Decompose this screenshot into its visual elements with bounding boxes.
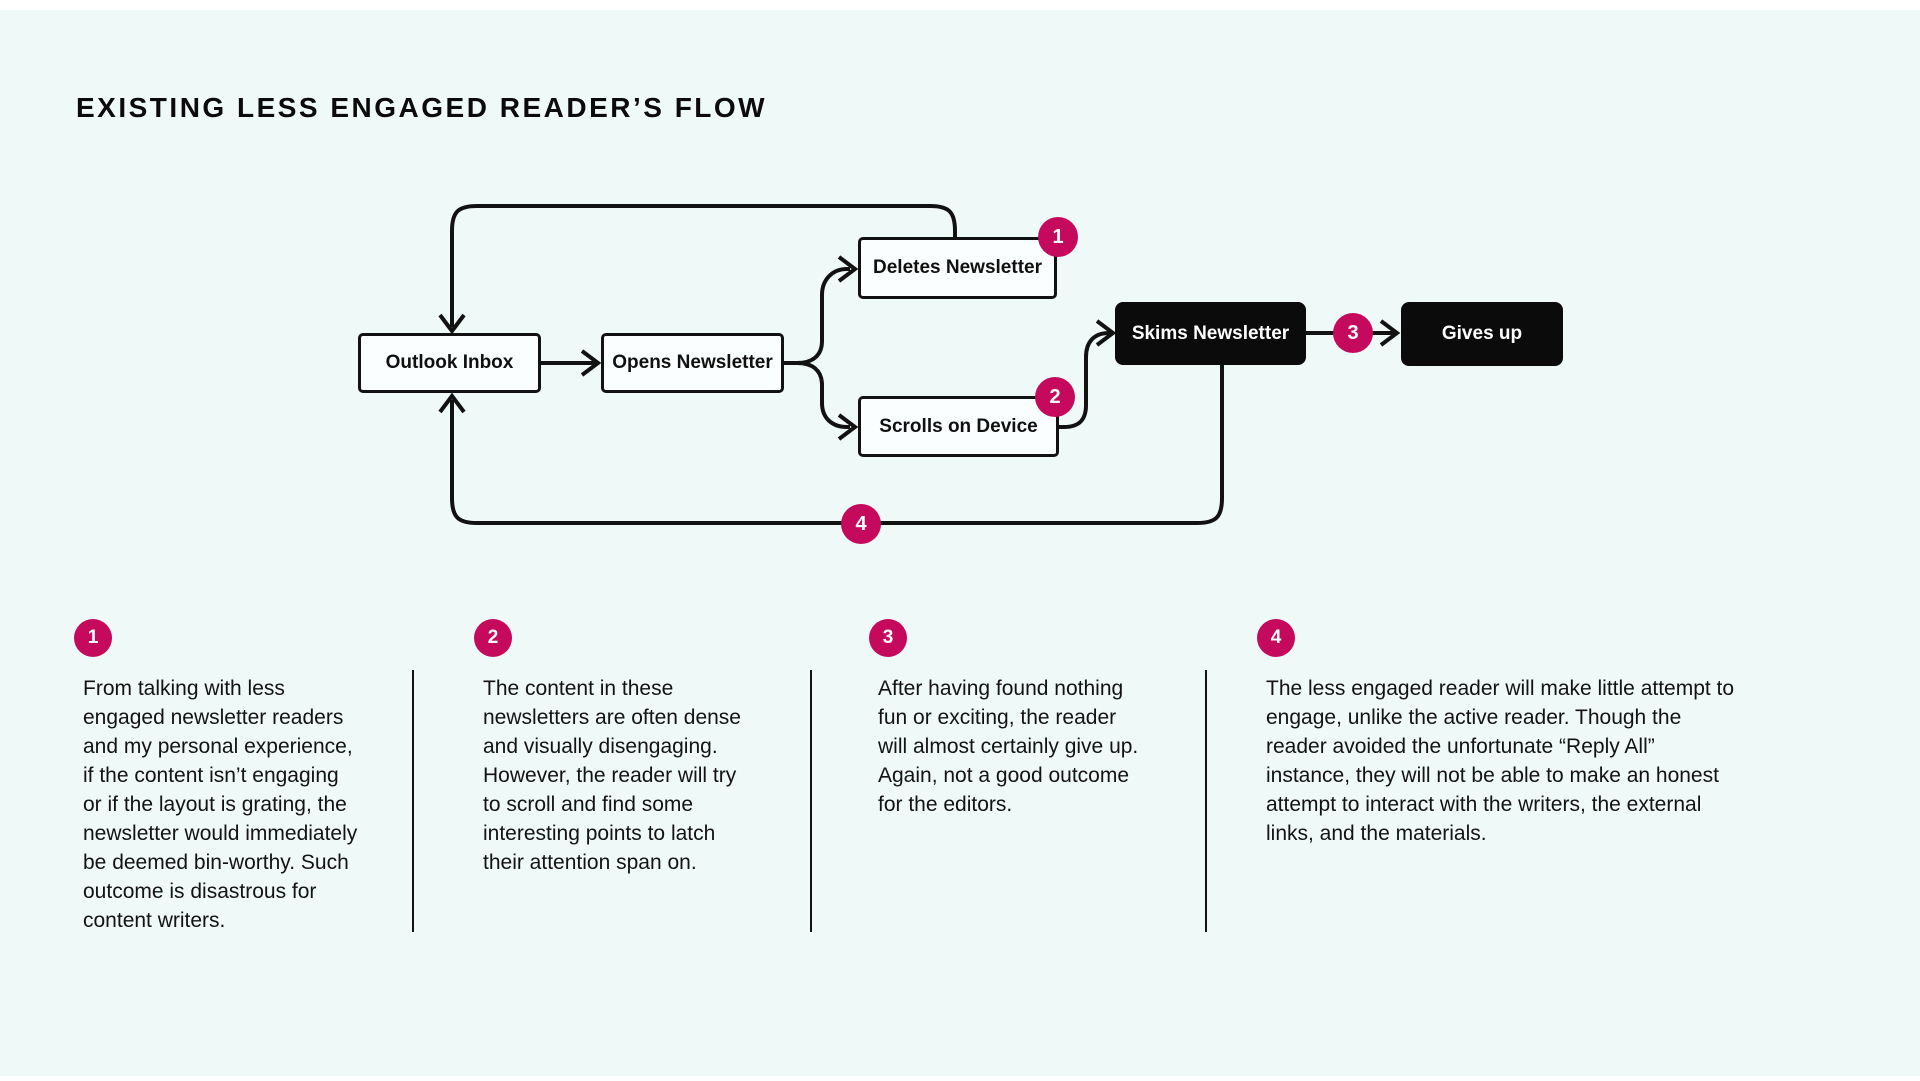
- note-item-4: 4 The less engaged reader will make litt…: [1257, 619, 1777, 848]
- edge-skims-to-outlook: [450, 365, 1224, 525]
- step-badge-2: 2: [1035, 377, 1075, 417]
- step-badge-3: 3: [1333, 313, 1373, 353]
- arrowhead-into-outlook-bottom: [438, 392, 466, 414]
- note-text-3: After having found nothing fun or exciti…: [878, 677, 1139, 816]
- node-opens-newsletter: Opens Newsletter: [601, 333, 784, 393]
- arrowhead-into-deletes: [837, 255, 859, 283]
- note-item-1: 1 From talking with less engaged newslet…: [74, 619, 404, 935]
- node-label: Skims Newsletter: [1131, 322, 1290, 344]
- node-label: Deletes Newsletter: [873, 257, 1042, 278]
- note-badge-4: 4: [1257, 619, 1295, 657]
- edge-opens-to-deletes: [784, 267, 850, 365]
- page-title: EXISTING LESS ENGAGED READER’S FLOW: [76, 92, 768, 123]
- edge-scrolls-to-skims: [1059, 331, 1111, 429]
- node-label: Opens Newsletter: [612, 352, 773, 373]
- column-divider: [412, 670, 414, 932]
- step-badge-1: 1: [1038, 217, 1078, 257]
- note-badge-1: 1: [74, 619, 112, 657]
- node-gives-up: Gives up: [1401, 302, 1563, 366]
- note-badge-2: 2: [474, 619, 512, 657]
- node-label: Gives up: [1441, 323, 1523, 344]
- arrowhead-into-gives: [1379, 319, 1401, 347]
- note-badge-3: 3: [869, 619, 907, 657]
- edge-deletes-to-outlook: [450, 204, 957, 327]
- node-deletes-newsletter: Deletes Newsletter: [858, 237, 1057, 299]
- step-badge-4: 4: [841, 504, 881, 544]
- node-label: Scrolls on Device: [879, 415, 1038, 437]
- node-skims-newsletter: Skims Newsletter: [1115, 302, 1306, 365]
- column-divider: [810, 670, 812, 932]
- node-label: Outlook Inbox: [385, 352, 514, 373]
- edge-opens-to-scrolls: [784, 361, 850, 429]
- arrowhead-into-opens: [580, 349, 602, 377]
- node-scrolls-on-device: Scrolls on Device: [858, 396, 1059, 457]
- content-background: [0, 10, 1920, 1076]
- flow-diagram: [438, 204, 1401, 525]
- note-item-3: 3 After having found nothing fun or exci…: [869, 619, 1199, 819]
- arrowhead-into-skims: [1095, 319, 1117, 347]
- note-text-4: The less engaged reader will make little…: [1266, 677, 1735, 845]
- note-text-1: From talking with less engaged newslette…: [83, 677, 358, 932]
- arrowhead-into-outlook-top: [438, 313, 466, 335]
- column-divider: [1205, 670, 1207, 932]
- note-text-2: The content in these newsletters are oft…: [483, 677, 741, 874]
- node-outlook-inbox: Outlook Inbox: [358, 333, 541, 393]
- note-item-2: 2 The content in these newsletters are o…: [474, 619, 804, 877]
- arrowhead-into-scrolls: [837, 413, 859, 441]
